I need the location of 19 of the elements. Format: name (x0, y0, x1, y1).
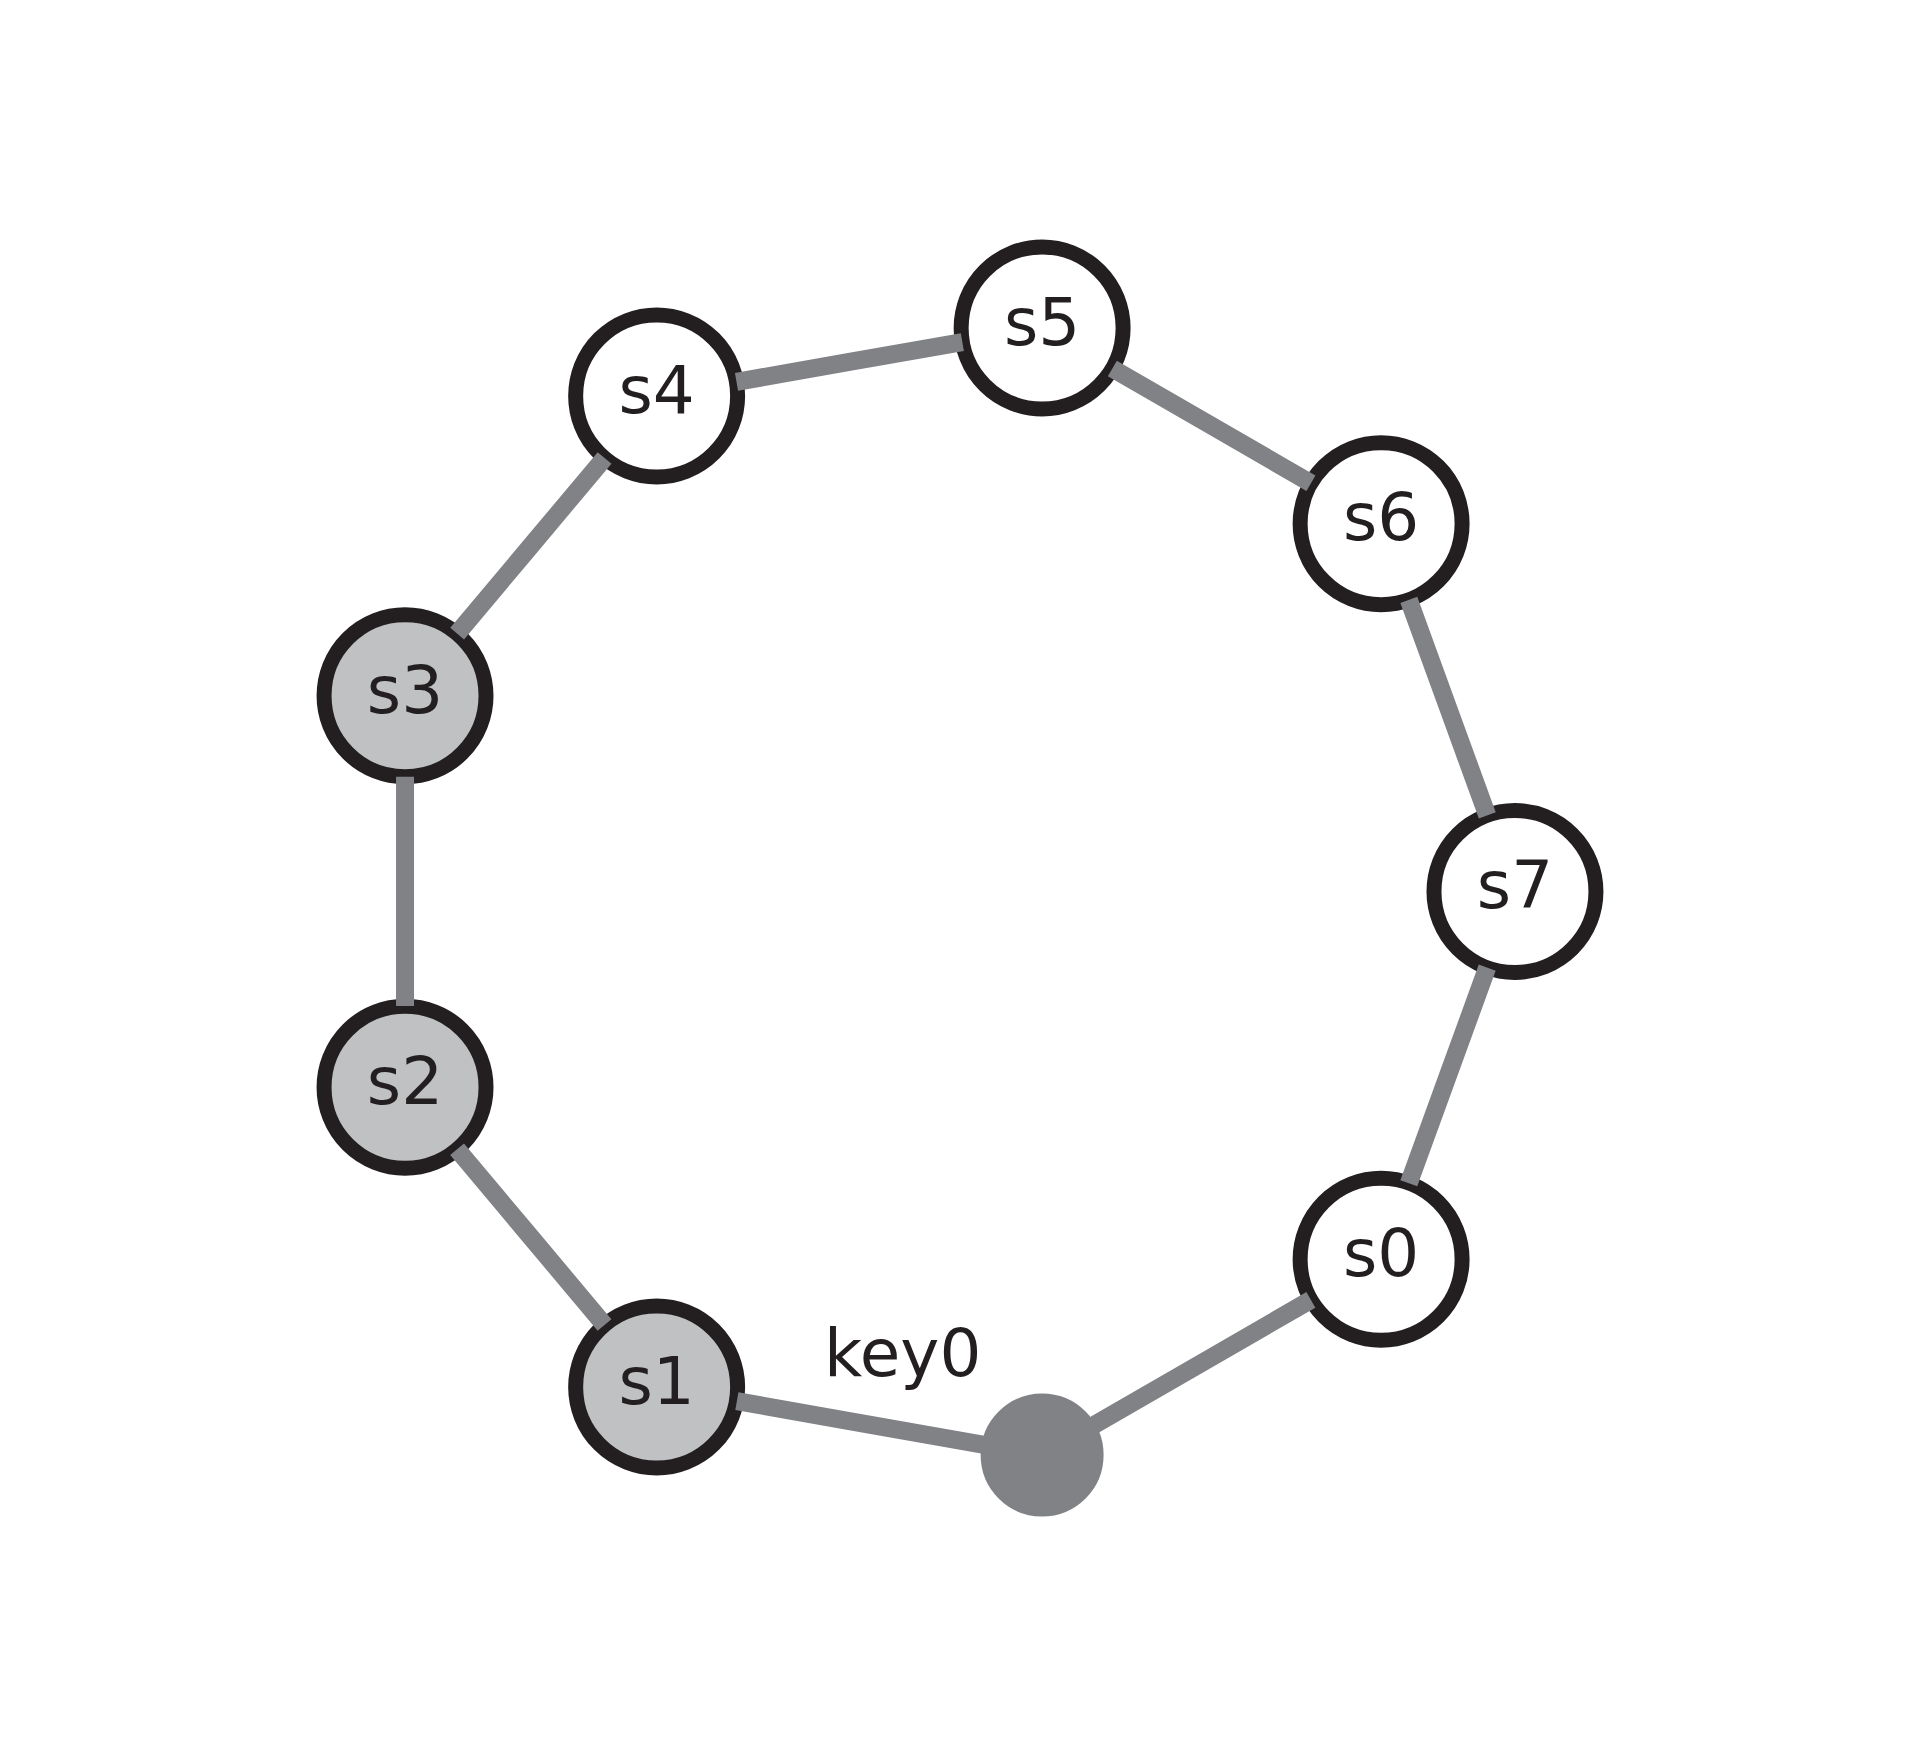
node-circle: s2 (316, 998, 494, 1176)
node-circle: s3 (316, 607, 494, 785)
node-circle: s5 (953, 239, 1131, 417)
node-circle: s6 (1292, 435, 1470, 613)
connector (1400, 596, 1496, 819)
node-circle: s0 (1292, 1170, 1470, 1348)
connector (734, 333, 964, 391)
node-circle: s7 (1426, 803, 1604, 980)
connector (396, 776, 415, 1007)
node-circle: s1 (568, 1298, 746, 1476)
connector (1400, 964, 1496, 1187)
connector (1107, 360, 1316, 491)
node-label: key0 (823, 1314, 982, 1392)
connector (735, 1392, 985, 1454)
connector (450, 452, 612, 640)
connector (450, 1143, 612, 1331)
node-circle (980, 1393, 1104, 1517)
connector (1090, 1292, 1316, 1433)
node-circle: s4 (568, 307, 746, 485)
